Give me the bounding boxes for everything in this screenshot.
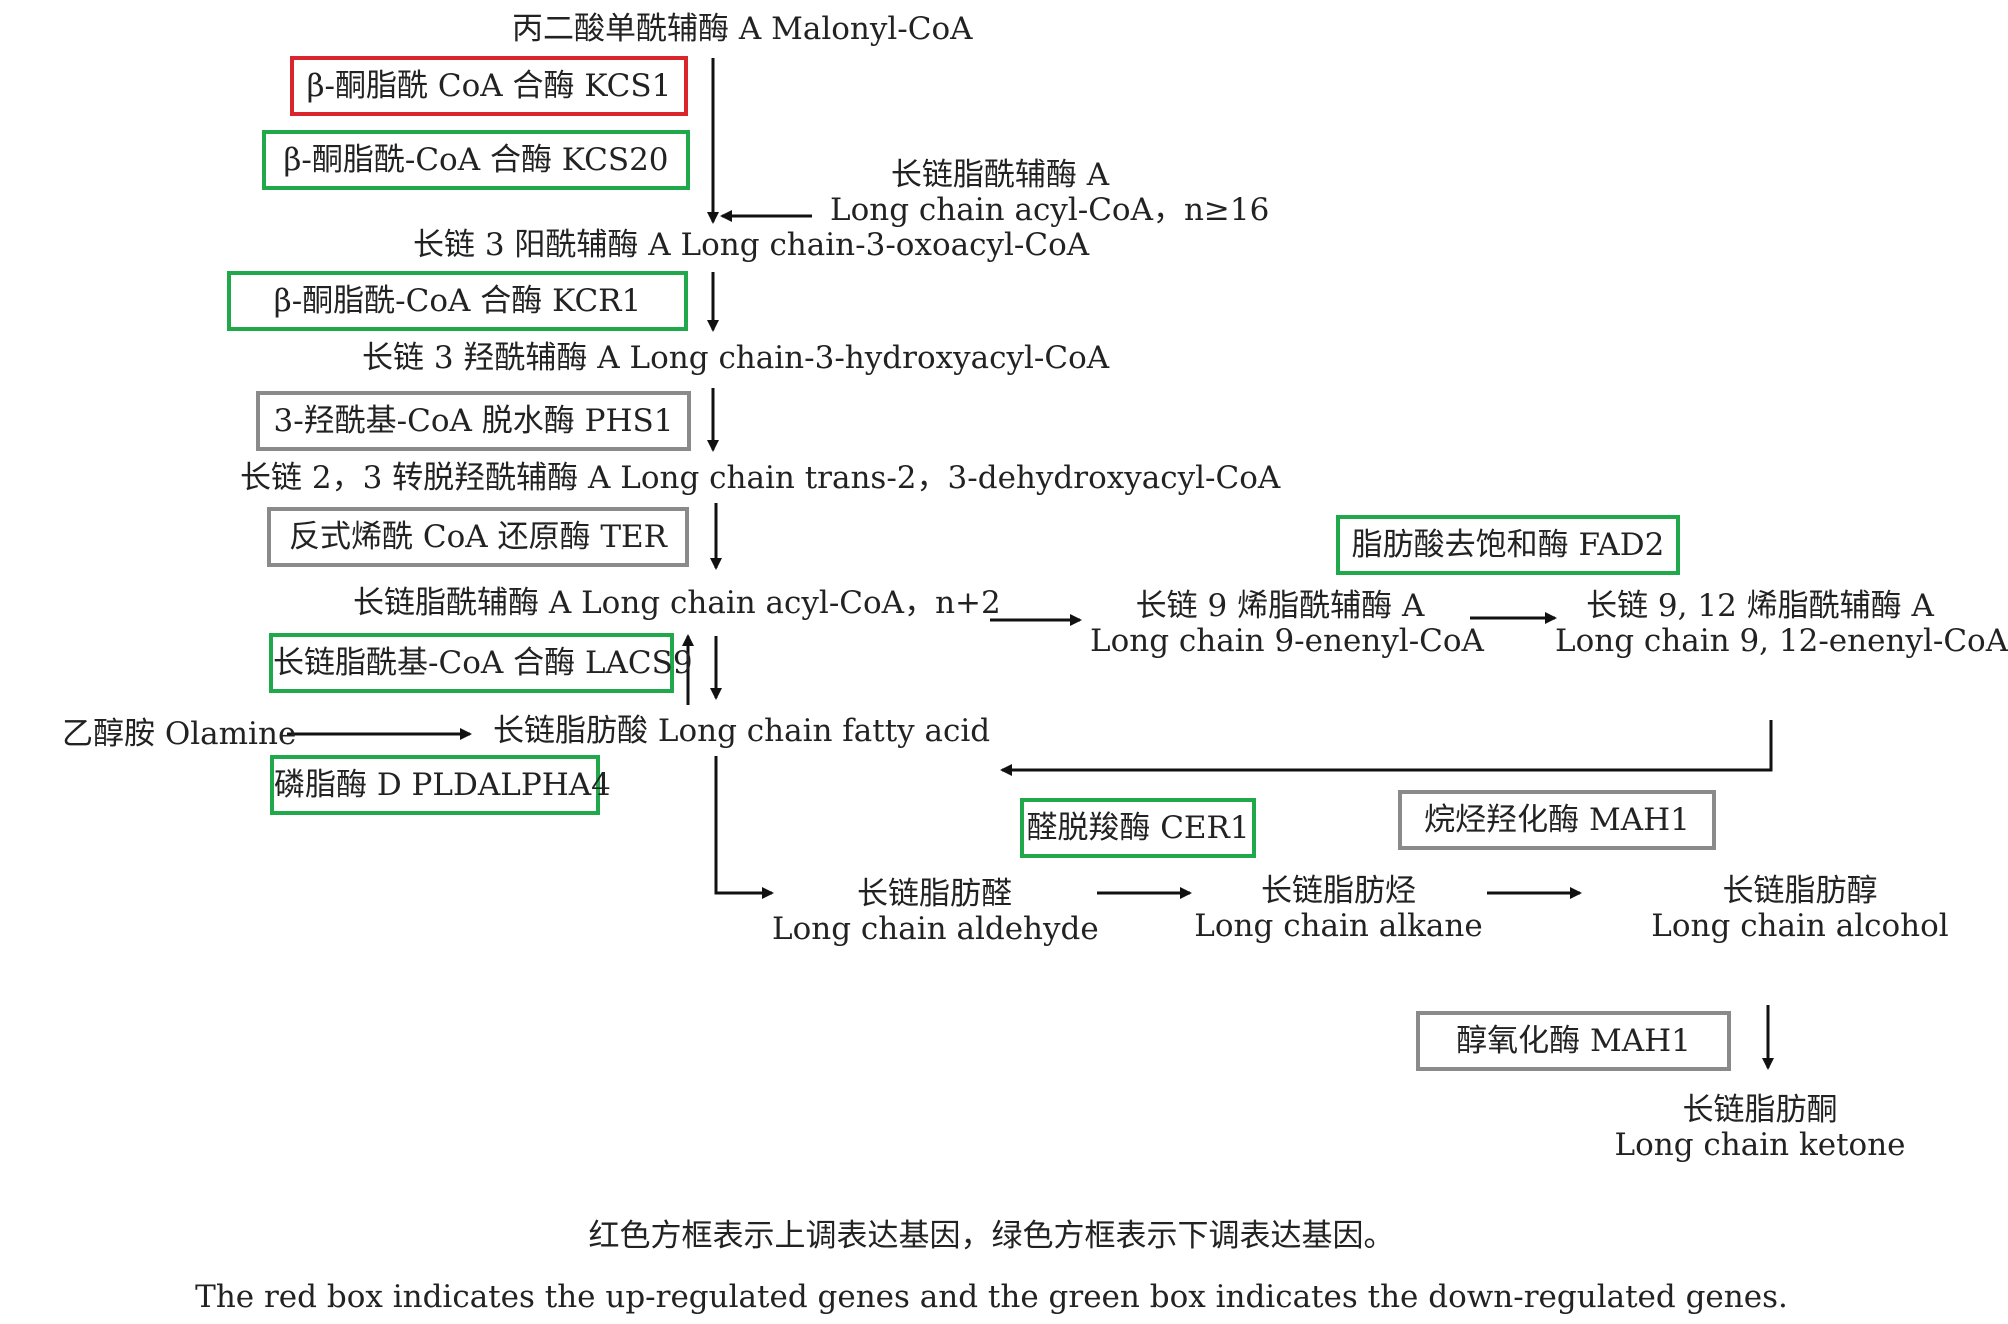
node-aldehyde-en: Long chain aldehyde [772, 911, 1099, 947]
arrow-912-back-to-fatty-acid [1000, 720, 1773, 776]
node-hydroxyacyl-coa: 长链 3 羟酰辅酶 A Long chain-3-hydroxyacyl-CoA [362, 340, 1110, 376]
gene-box-phs1: 3-羟酰基-CoA 脱水酶 PHS1 [256, 391, 691, 451]
gene-label-ter: 反式烯酰 CoA 还原酶 TER [289, 519, 667, 555]
gene-label-kcr1: β-酮脂酰-CoA 合酶 KCR1 [273, 283, 642, 319]
node-olamine: 乙醇胺 Olamine [62, 716, 297, 752]
gene-label-fad2: 脂肪酸去饱和酶 FAD2 [1351, 527, 1665, 563]
node-alcohol-en: Long chain alcohol [1651, 908, 1949, 944]
node-alkane-zh: 长链脂肪烃 [1261, 873, 1416, 909]
node-trans-dehydroxyacyl-coa: 长链 2，3 转脱羟酰辅酶 A Long chain trans-2，3-deh… [240, 460, 1281, 496]
node-acyl-coa-n2: 长链脂酰辅酶 A Long chain acyl-CoA，n+2 [353, 585, 1001, 621]
gene-label-kcs1: β-酮脂酰 CoA 合酶 KCS1 [306, 68, 672, 104]
node-malonyl-coa: 丙二酸单酰辅酶 A Malonyl-CoA [512, 11, 973, 47]
node-oxoacyl-coa: 长链 3 阳酰辅酶 A Long chain-3-oxoacyl-CoA [413, 227, 1090, 263]
node-ketone-en: Long chain ketone [1614, 1127, 1906, 1163]
caption-zh: 红色方框表示上调表达基因，绿色方框表示下调表达基因。 [588, 1218, 1395, 1254]
node-enenyl912-en: Long chain 9, 12-enenyl-CoA [1555, 623, 2008, 659]
gene-label-phs1: 3-羟酰基-CoA 脱水酶 PHS1 [273, 403, 674, 439]
node-alkane-en: Long chain alkane [1194, 908, 1483, 944]
gene-box-cer1: 醛脱羧酶 CER1 [1020, 798, 1256, 858]
node-enenyl9-zh: 长链 9 烯脂酰辅酶 A [1135, 588, 1425, 624]
gene-box-fad2: 脂肪酸去饱和酶 FAD2 [1336, 515, 1680, 575]
node-fatty-acid: 长链脂肪酸 Long chain fatty acid [493, 713, 991, 749]
gene-label-mah1-alcohol: 醇氧化酶 MAH1 [1456, 1023, 1691, 1059]
gene-label-mah1-alkane: 烷烃羟化酶 MAH1 [1424, 802, 1690, 838]
node-long-chain-acyl-coa-zh: 长链脂酰辅酶 A [890, 157, 1110, 193]
node-enenyl9-en: Long chain 9-enenyl-CoA [1090, 623, 1484, 659]
gene-label-kcs20: β-酮脂酰-CoA 合酶 KCS20 [283, 142, 669, 178]
gene-box-kcs1: β-酮脂酰 CoA 合酶 KCS1 [290, 56, 688, 116]
node-enenyl912-zh: 长链 9, 12 烯脂酰辅酶 A [1586, 588, 1934, 624]
gene-box-mah1-alkane: 烷烃羟化酶 MAH1 [1398, 790, 1716, 850]
node-alcohol-zh: 长链脂肪醇 [1722, 873, 1878, 909]
node-ketone-zh: 长链脂肪酮 [1682, 1092, 1838, 1128]
node-long-chain-acyl-coa-en: Long chain acyl-CoA，n≥16 [830, 192, 1270, 228]
arrow-fatty-acid-to-aldehyde [714, 756, 774, 899]
gene-box-lacs9: 长链脂酰基-CoA 合酶 LACS9 [269, 633, 693, 693]
gene-box-mah1-alcohol: 醇氧化酶 MAH1 [1416, 1011, 1731, 1071]
caption-en: The red box indicates the up-regulated g… [195, 1279, 1788, 1315]
gene-label-lacs9: 长链脂酰基-CoA 合酶 LACS9 [273, 645, 693, 681]
gene-box-pldalpha4: 磷脂酶 D PLDALPHA4 [270, 755, 611, 815]
gene-box-ter: 反式烯酰 CoA 还原酶 TER [267, 507, 689, 567]
gene-label-pldalpha4: 磷脂酶 D PLDALPHA4 [274, 767, 611, 803]
gene-box-kcr1: β-酮脂酰-CoA 合酶 KCR1 [227, 271, 688, 331]
node-aldehyde-zh: 长链脂肪醛 [857, 876, 1012, 912]
gene-box-kcs20: β-酮脂酰-CoA 合酶 KCS20 [262, 130, 690, 190]
gene-label-cer1: 醛脱羧酶 CER1 [1026, 810, 1250, 846]
